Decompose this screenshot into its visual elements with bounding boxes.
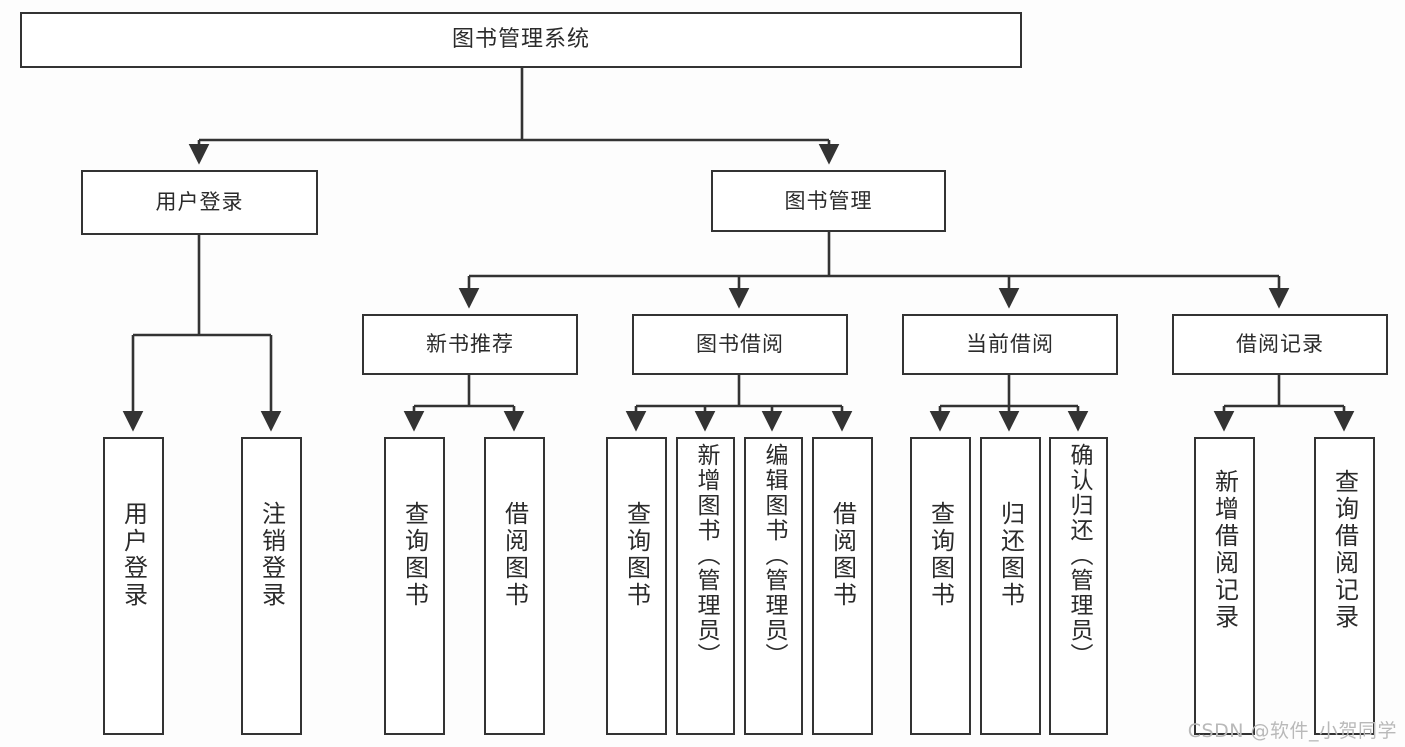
node-root-system[interactable]: 图书管理系统 bbox=[20, 12, 1022, 68]
leaf-add-book-admin[interactable]: 新增图书（管理员） bbox=[676, 437, 735, 735]
node-book-management[interactable]: 图书管理 bbox=[711, 170, 946, 232]
leaf-add-borrow-record[interactable]: 新增借阅记录 bbox=[1194, 437, 1255, 735]
leaf-user-login[interactable]: 用户登录 bbox=[103, 437, 164, 735]
node-label: 归还图书 bbox=[996, 501, 1025, 609]
leaf-query-borrow-record[interactable]: 查询借阅记录 bbox=[1314, 437, 1375, 735]
node-label: 查询借阅记录 bbox=[1330, 469, 1359, 631]
node-book-borrow[interactable]: 图书借阅 bbox=[632, 314, 848, 375]
leaf-query-book-current[interactable]: 查询图书 bbox=[910, 437, 971, 735]
node-label: 当前借阅 bbox=[966, 332, 1054, 357]
node-label: 确认归还（管理员） bbox=[1066, 443, 1092, 668]
leaf-confirm-return-admin[interactable]: 确认归还（管理员） bbox=[1049, 437, 1108, 735]
node-label: 图书借阅 bbox=[696, 332, 784, 357]
node-label: 查询图书 bbox=[926, 501, 955, 609]
leaf-borrow-book-recommend[interactable]: 借阅图书 bbox=[484, 437, 545, 735]
node-label: 借阅图书 bbox=[500, 501, 529, 609]
leaf-query-book-recommend[interactable]: 查询图书 bbox=[384, 437, 445, 735]
node-label: 注销登录 bbox=[257, 501, 286, 609]
node-label: 用户登录 bbox=[119, 501, 148, 609]
node-label: 借阅记录 bbox=[1236, 332, 1324, 357]
node-label: 新增图书（管理员） bbox=[693, 443, 719, 668]
node-new-book-recommend[interactable]: 新书推荐 bbox=[362, 314, 578, 375]
leaf-return-book[interactable]: 归还图书 bbox=[980, 437, 1041, 735]
node-label: 新书推荐 bbox=[426, 332, 514, 357]
node-borrow-record[interactable]: 借阅记录 bbox=[1172, 314, 1388, 375]
leaf-edit-book-admin[interactable]: 编辑图书（管理员） bbox=[744, 437, 803, 735]
node-current-borrow[interactable]: 当前借阅 bbox=[902, 314, 1118, 375]
node-label: 编辑图书（管理员） bbox=[761, 443, 787, 668]
node-label: 查询图书 bbox=[622, 501, 651, 609]
node-label: 新增借阅记录 bbox=[1210, 469, 1239, 631]
node-label: 查询图书 bbox=[400, 501, 429, 609]
leaf-query-book-borrow[interactable]: 查询图书 bbox=[606, 437, 667, 735]
node-user-login[interactable]: 用户登录 bbox=[81, 170, 318, 235]
node-label: 借阅图书 bbox=[828, 501, 857, 609]
leaf-borrow-book-borrow[interactable]: 借阅图书 bbox=[812, 437, 873, 735]
node-label: 用户登录 bbox=[155, 190, 244, 215]
leaf-logout[interactable]: 注销登录 bbox=[241, 437, 302, 735]
node-label: 图书管理系统 bbox=[451, 27, 590, 53]
node-label: 图书管理 bbox=[784, 188, 873, 213]
